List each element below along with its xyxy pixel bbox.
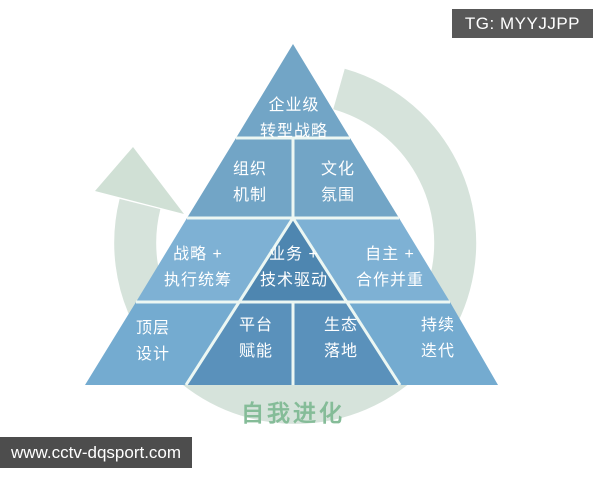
label-line: 落地 <box>323 343 359 360</box>
divider-inner-right <box>291 217 402 386</box>
pyramid-cell-ecosystem <box>293 302 400 385</box>
label-line: 转型战略 <box>259 123 329 140</box>
label-line: 企业级 <box>268 97 320 114</box>
label-line: 生态 <box>323 317 359 334</box>
pyramid-label-autonomy-cooperation: 自主 + 合作并重 <box>356 242 424 294</box>
label-line: 平台 <box>238 317 274 334</box>
pyramid-cell-enterprise-strategy <box>236 44 350 138</box>
divider-inner-left <box>184 217 295 386</box>
pyramid-label-culture: 文化 氛围 <box>321 157 355 209</box>
label-line: 自主 + <box>365 246 415 263</box>
telegram-badge: TG: MYYJJPP <box>451 9 593 38</box>
pyramid-cell-top-design <box>85 302 240 385</box>
label-line: 赋能 <box>238 343 274 360</box>
label-line: 业务 + <box>269 246 319 263</box>
label-line: 文化 <box>320 161 356 178</box>
pyramid-cell-organization <box>187 138 293 218</box>
pyramid <box>85 44 498 386</box>
label-line: 设计 <box>135 346 171 363</box>
pyramid-label-strategy-execution: 战略 + 执行统筹 <box>164 242 232 294</box>
cycle-arrowhead-icon <box>95 147 184 214</box>
cycle-caption: 自我进化 <box>241 400 345 426</box>
label-line: 组织 <box>232 161 268 178</box>
label-line: 持续 <box>420 317 456 334</box>
pyramid-dividers <box>136 136 450 386</box>
pyramid-label-iteration: 持续 迭代 <box>421 313 455 365</box>
pyramid-label-top-design: 顶层 设计 <box>136 316 170 368</box>
label-line: 机制 <box>232 187 268 204</box>
pyramid-label-ecosystem: 生态 落地 <box>324 313 358 365</box>
label-line: 氛围 <box>320 187 356 204</box>
pyramid-label-organization: 组织 机制 <box>233 157 267 209</box>
pyramid-cell-business-tech <box>240 218 346 302</box>
pyramid-cell-iteration <box>346 302 498 385</box>
label-line: 技术驱动 <box>259 272 329 289</box>
label-line: 顶层 <box>135 320 171 337</box>
pyramid-cell-platform <box>186 302 293 385</box>
label-line: 战略 + <box>173 246 223 263</box>
pyramid-label-enterprise-strategy: 企业级 转型战略 <box>260 93 328 145</box>
label-line: 迭代 <box>420 343 456 360</box>
pyramid-label-platform: 平台 赋能 <box>239 313 273 365</box>
pyramid-cell-strategy-execution <box>136 218 293 302</box>
label-line: 合作并重 <box>355 272 425 289</box>
pyramid-cell-autonomy-cooperation <box>293 218 450 302</box>
watermark-url: www.cctv-dqsport.com <box>0 437 193 468</box>
pyramid-cell-culture <box>293 138 399 218</box>
label-line: 执行统筹 <box>163 272 233 289</box>
pyramid-label-business-tech: 业务 + 技术驱动 <box>260 242 328 294</box>
